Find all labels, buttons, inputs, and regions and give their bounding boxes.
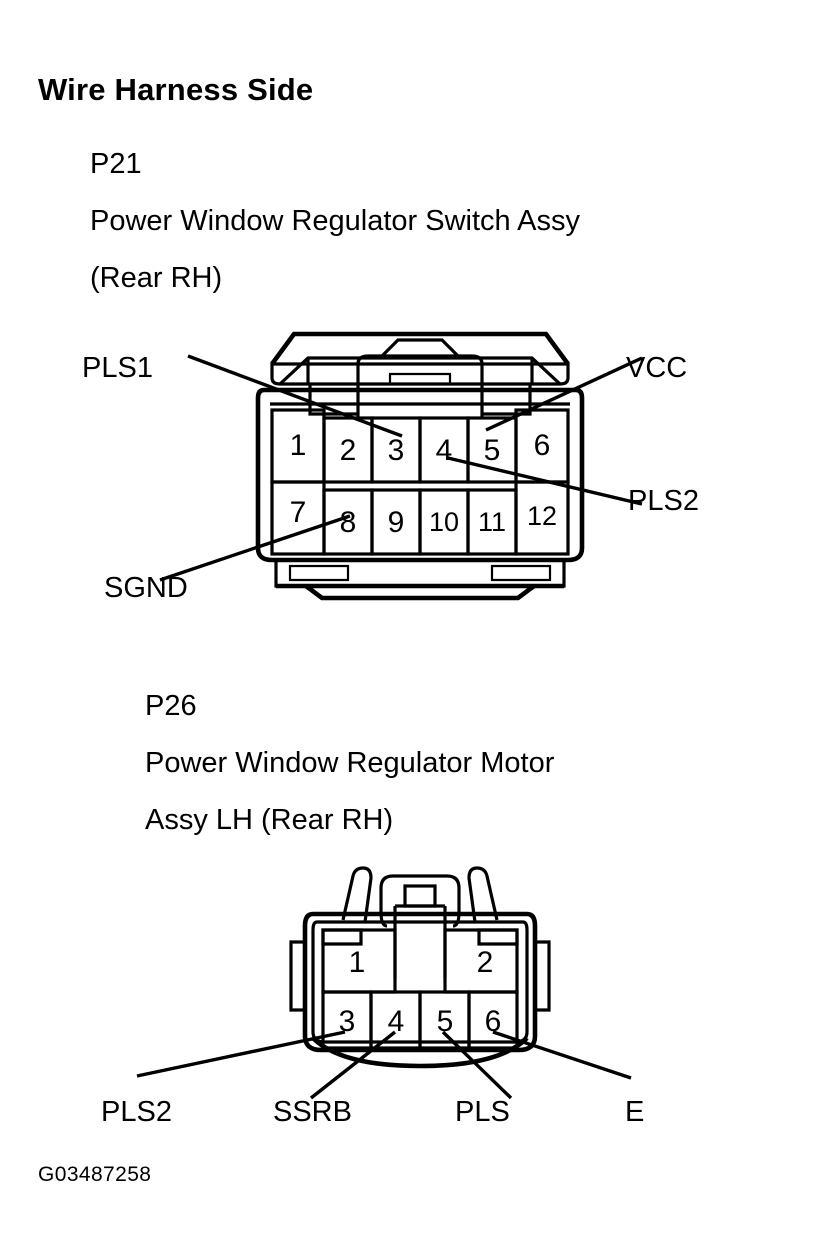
leader-line-e <box>492 1030 632 1080</box>
leader-line-pls2-motor <box>136 1030 346 1078</box>
pin-number-6: 6 <box>534 429 551 462</box>
connector-p26-description: Power Window Regulator Motor <box>145 747 555 779</box>
callout-label-ssrb: SSRB <box>273 1096 352 1128</box>
leader-line-sgnd <box>159 514 351 582</box>
pin-number-8: 8 <box>340 506 357 539</box>
pin-number-1: 1 <box>349 946 366 979</box>
pin-number-6: 6 <box>485 1005 502 1038</box>
callout-label-pls: PLS <box>455 1096 510 1128</box>
callout-label-pls2-motor: PLS2 <box>101 1096 172 1128</box>
pin-number-7: 7 <box>290 496 307 529</box>
leader-line-vcc <box>485 356 643 432</box>
pin-number-2: 2 <box>340 434 357 467</box>
leader-line-pls2-switch <box>447 456 643 506</box>
connector-p21-caption: P21 Power Window Regulator Switch Assy (… <box>90 136 580 307</box>
pin-number-12: 12 <box>527 501 557 531</box>
pin-number-5: 5 <box>437 1005 454 1038</box>
page-title: Wire Harness Side <box>38 72 314 107</box>
pin-number-11: 11 <box>478 507 506 537</box>
connector-p21-code: P21 <box>90 148 142 180</box>
callout-label-pls2-switch: PLS2 <box>628 485 699 517</box>
connector-p21-description: Power Window Regulator Switch Assy <box>90 205 580 237</box>
pin-number-2: 2 <box>477 946 494 979</box>
connector-p21-location: (Rear RH) <box>90 262 223 294</box>
callout-label-sgnd: SGND <box>104 572 188 604</box>
pin-number-3: 3 <box>339 1005 356 1038</box>
leader-line-ssrb <box>309 1030 397 1100</box>
pin-number-4: 4 <box>436 434 453 467</box>
leader-line-pls1 <box>187 354 403 438</box>
callout-label-e: E <box>625 1096 645 1128</box>
pin-number-4: 4 <box>388 1005 405 1038</box>
pin-number-5: 5 <box>484 434 501 467</box>
callout-label-pls1: PLS1 <box>82 352 153 384</box>
leader-line-pls <box>441 1030 513 1100</box>
figure-code: G03487258 <box>38 1163 152 1186</box>
pin-number-1: 1 <box>290 429 307 462</box>
connector-p26-drawing: 1 2 3 4 5 6 <box>136 866 632 1100</box>
connector-p26-code: P26 <box>145 690 197 722</box>
pin-number-10: 10 <box>429 507 459 537</box>
pin-number-9: 9 <box>388 506 405 539</box>
callout-label-vcc: VCC <box>626 352 688 384</box>
connector-p21-drawing: 1 2 3 4 5 6 7 8 9 10 11 12 <box>159 331 643 601</box>
connector-p26-location: Assy LH (Rear RH) <box>145 804 394 836</box>
pin-number-3: 3 <box>388 434 405 467</box>
connector-p26-caption: P26 Power Window Regulator Motor Assy LH… <box>145 678 554 849</box>
